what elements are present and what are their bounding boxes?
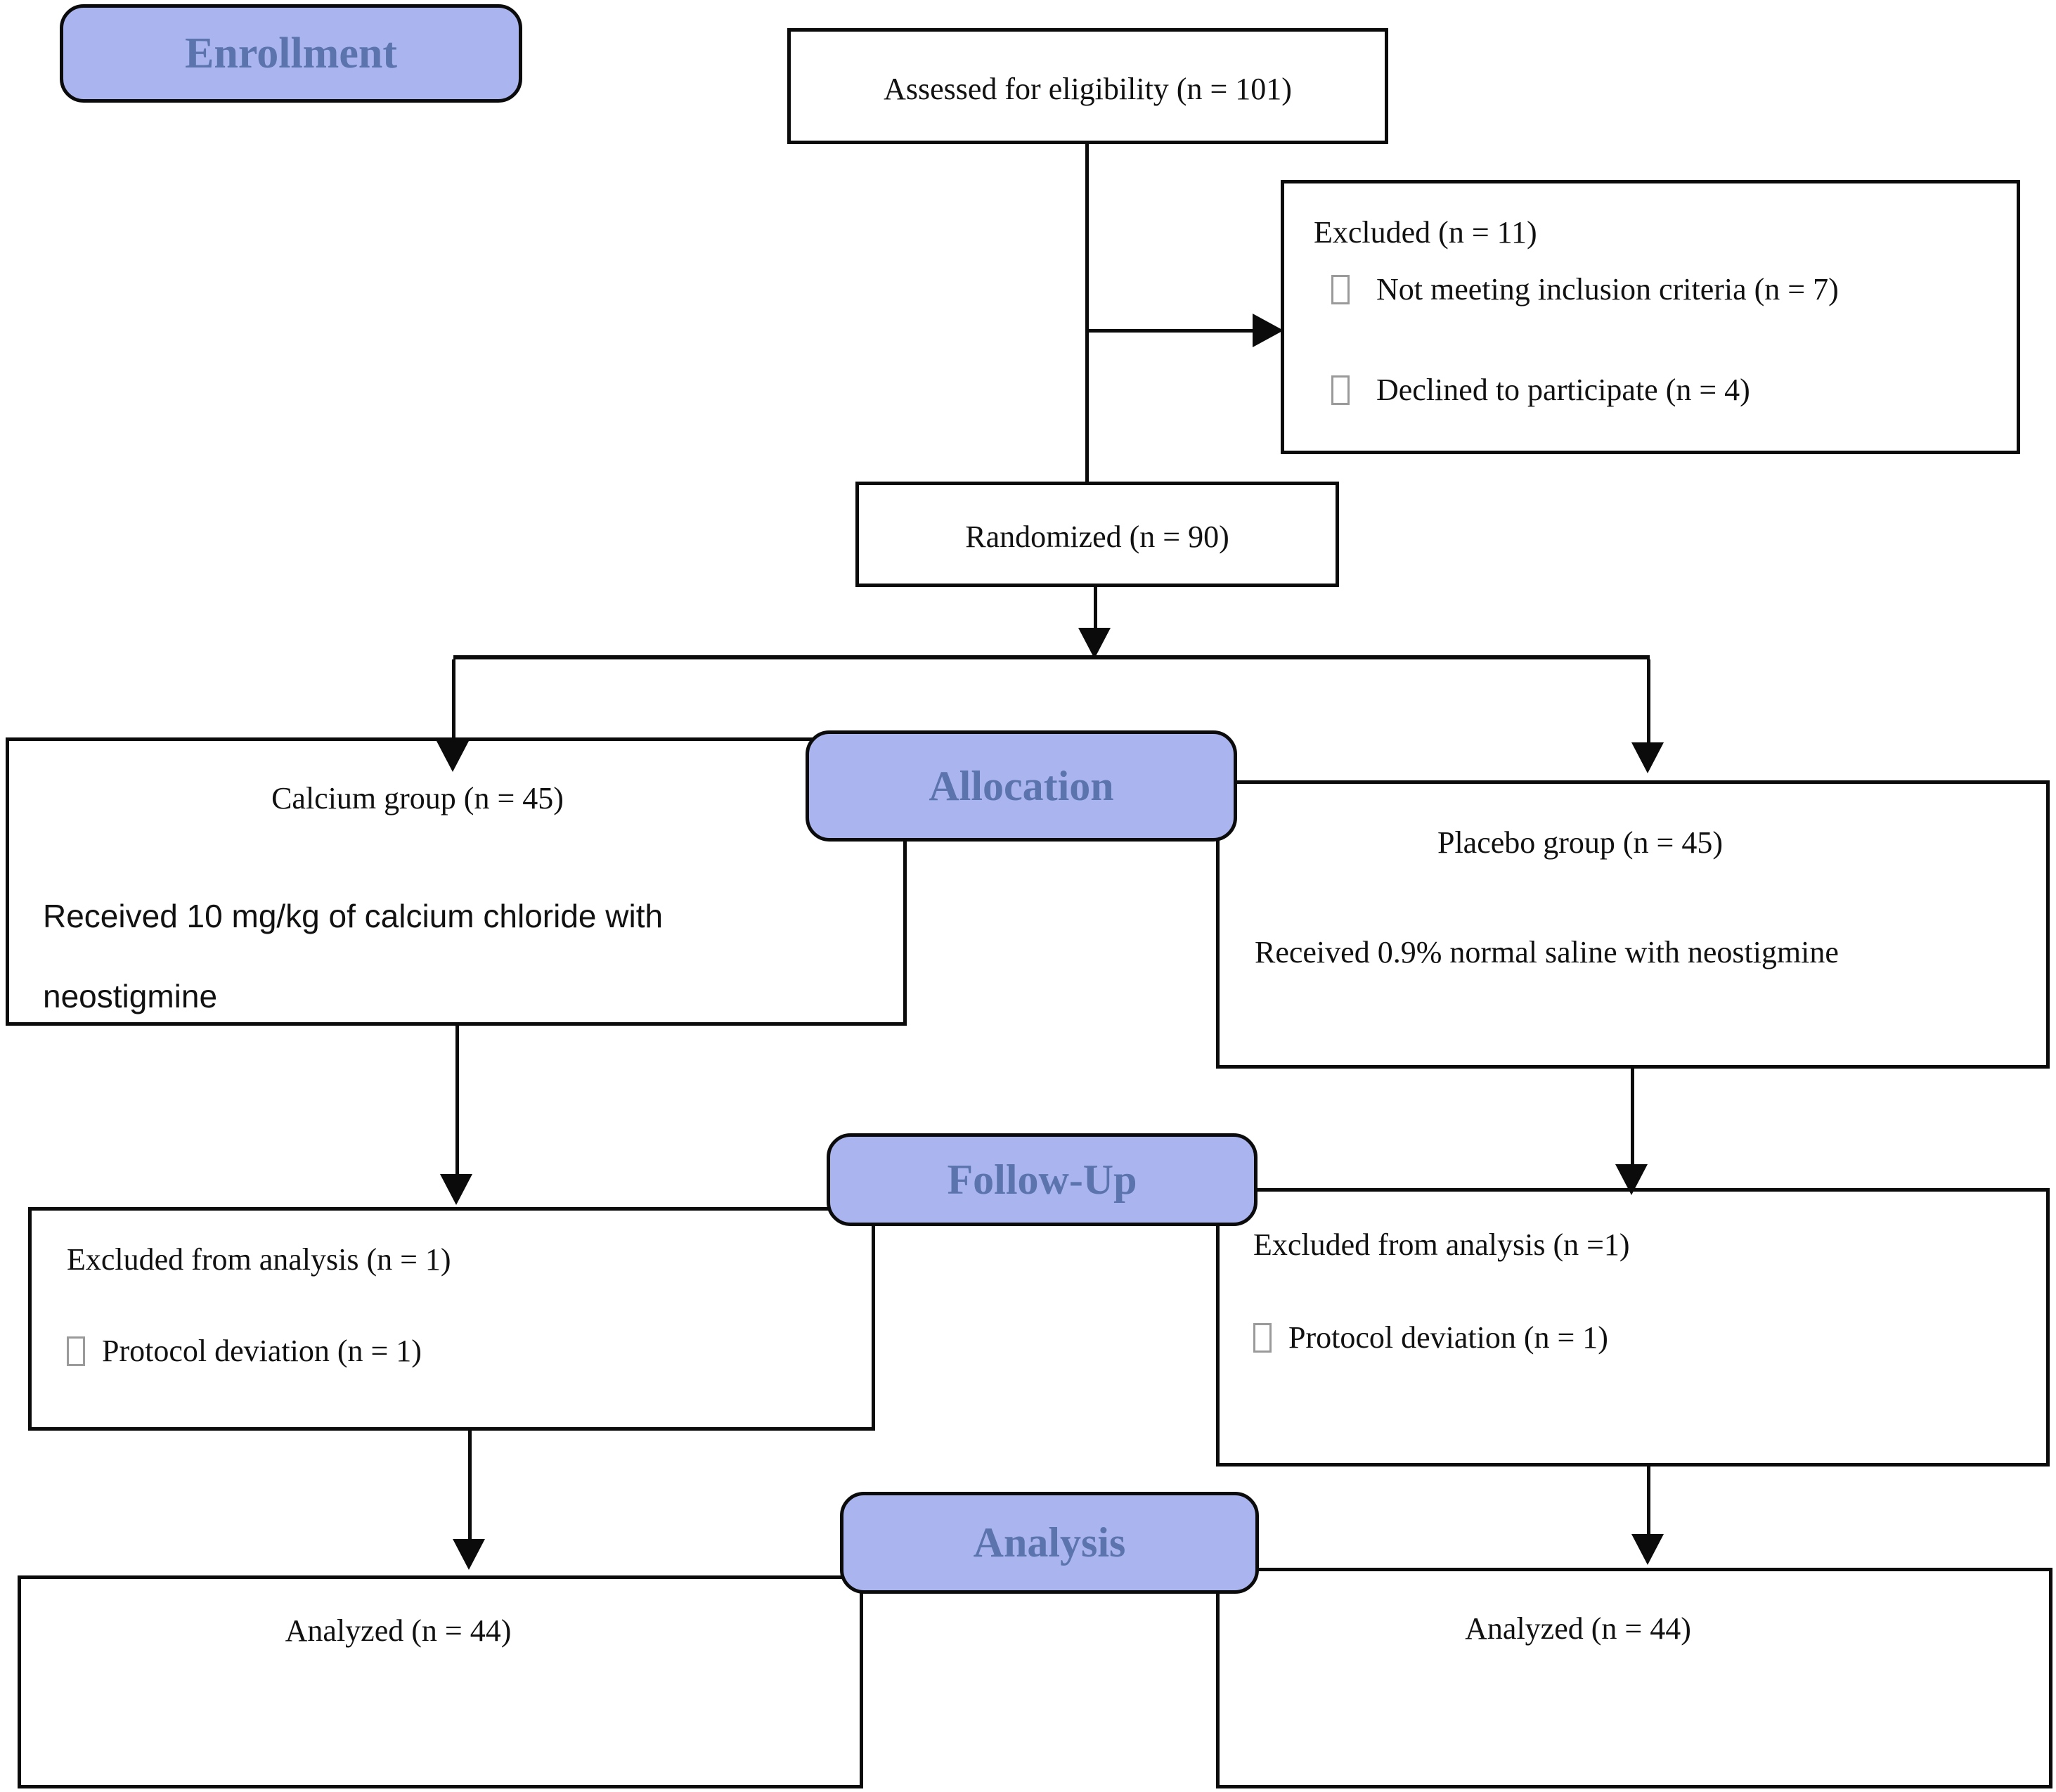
connector-placebo-to-analysis: [1647, 1467, 1650, 1537]
arrowhead-down-placebo-excluded-icon: [1615, 1164, 1648, 1195]
calcium-excluded-bullet-text: Protocol deviation (n = 1): [102, 1334, 422, 1368]
connector-to-excluded: [1087, 329, 1255, 333]
excluded-bullet-row: Not meeting inclusion criteria (n = 7): [1331, 270, 1996, 309]
assessed-text: Assessed for eligibility (n = 101): [884, 72, 1292, 106]
box-placebo-analyzed: Analyzed (n = 44): [1216, 1568, 2052, 1788]
placebo-excluded-title: Excluded from analysis (n =1): [1253, 1227, 1630, 1262]
placebo-excluded-bullet-text: Protocol deviation (n = 1): [1288, 1320, 1608, 1355]
arrowhead-down-placebo-analyzed-icon: [1631, 1534, 1664, 1565]
box-calcium-group: Calcium group (n = 45) Received 10 mg/kg…: [6, 737, 907, 1026]
bullet-square-icon: [1253, 1322, 1272, 1353]
calcium-analyzed-text: Analyzed (n = 44): [285, 1613, 512, 1648]
connector-branch-to-placebo: [1647, 659, 1650, 745]
badge-allocation-label: Allocation: [929, 762, 1114, 809]
excluded-bullet-row: Declined to participate (n = 4): [1331, 370, 1996, 409]
connector-assessed-to-randomized: [1085, 144, 1089, 483]
box-randomized: Randomized (n = 90): [855, 482, 1339, 587]
badge-follow-up: Follow-Up: [827, 1133, 1257, 1226]
arrowhead-right-excluded-icon: [1253, 314, 1284, 347]
connector-calcium-to-analysis: [468, 1431, 472, 1542]
excluded-bullet-text: Not meeting inclusion criteria (n = 7): [1376, 272, 1839, 307]
badge-enrollment: Enrollment: [60, 4, 522, 103]
badge-follow-up-label: Follow-Up: [947, 1156, 1137, 1203]
arrowhead-down-calcium-excluded-icon: [440, 1174, 472, 1205]
badge-analysis: Analysis: [840, 1492, 1259, 1594]
bullet-square-icon: [1331, 274, 1350, 304]
connector-placebo-to-followup: [1631, 1069, 1634, 1167]
connector-branch-to-calcium: [452, 659, 455, 744]
box-placebo-excluded: Excluded from analysis (n =1) Protocol d…: [1216, 1188, 2050, 1467]
box-placebo-group: Placebo group (n = 45) Received 0.9% nor…: [1216, 780, 2050, 1069]
placebo-group-title: Placebo group (n = 45): [1437, 825, 1724, 860]
placebo-group-description: Received 0.9% normal saline with neostig…: [1255, 935, 1839, 969]
bullet-square-icon: [1331, 375, 1350, 405]
arrowhead-down-calcium-analyzed-icon: [453, 1539, 485, 1570]
connector-calcium-to-followup: [455, 1026, 459, 1177]
calcium-excluded-title: Excluded from analysis (n = 1): [67, 1242, 451, 1277]
box-excluded: Excluded (n = 11) Not meeting inclusion …: [1281, 180, 2020, 454]
badge-enrollment-label: Enrollment: [185, 29, 397, 77]
arrowhead-down-branch-icon: [1078, 628, 1111, 659]
placebo-excluded-bullet-row: Protocol deviation (n = 1): [1253, 1318, 1608, 1357]
arrowhead-down-calcium-icon: [437, 741, 469, 772]
excluded-title: Excluded (n = 11): [1314, 215, 1537, 250]
bullet-square-icon: [67, 1336, 85, 1366]
excluded-bullet-text: Declined to participate (n = 4): [1376, 373, 1750, 407]
branch-line: [453, 655, 1650, 659]
randomized-text: Randomized (n = 90): [965, 520, 1229, 554]
box-calcium-analyzed: Analyzed (n = 44): [18, 1575, 863, 1788]
placebo-analyzed-text: Analyzed (n = 44): [1465, 1611, 1691, 1646]
badge-analysis-label: Analysis: [973, 1519, 1126, 1566]
badge-allocation: Allocation: [806, 730, 1237, 842]
calcium-group-title: Calcium group (n = 45): [271, 781, 564, 816]
connector-randomized-to-branch: [1094, 587, 1097, 631]
calcium-group-description-line1: Received 10 mg/kg of calcium chloride wi…: [43, 898, 664, 934]
excluded-content: Excluded (n = 11) Not meeting inclusion …: [1284, 183, 2017, 409]
calcium-group-description-line2: neostigmine: [43, 978, 218, 1014]
box-assessed: Assessed for eligibility (n = 101): [787, 28, 1388, 144]
arrowhead-down-placebo-icon: [1631, 742, 1664, 773]
calcium-excluded-bullet-row: Protocol deviation (n = 1): [67, 1332, 422, 1370]
box-calcium-excluded: Excluded from analysis (n = 1) Protocol …: [28, 1207, 875, 1431]
